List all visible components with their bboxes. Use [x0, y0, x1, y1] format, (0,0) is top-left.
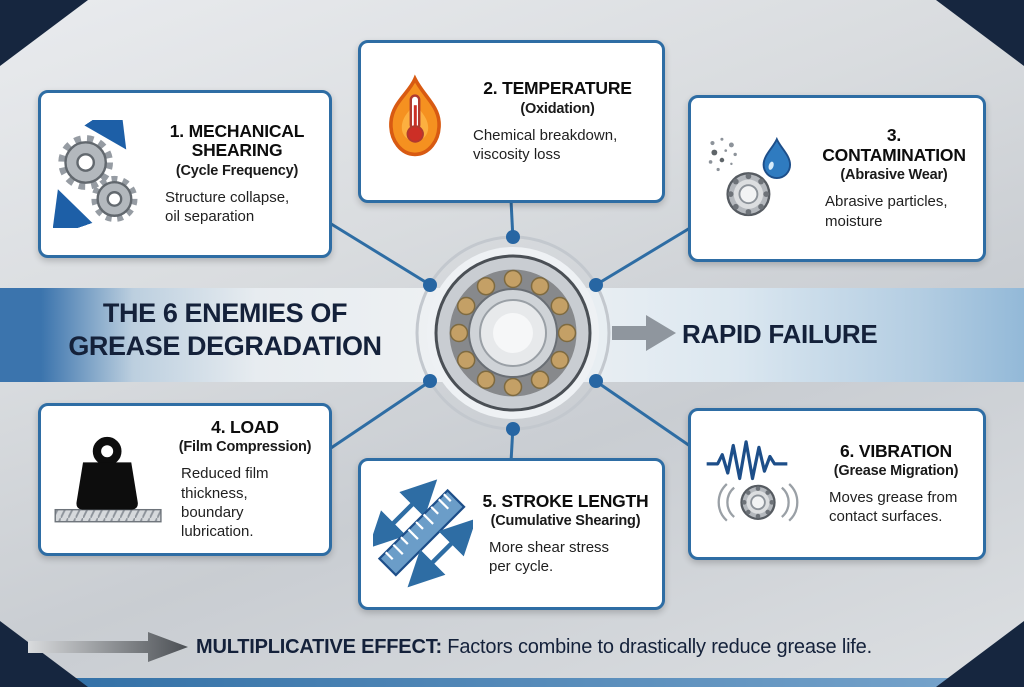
factor-text: 4. LOAD (Film Compression) Reduced film … [173, 416, 317, 541]
factor-subtitle: (Cycle Frequency) [175, 162, 299, 179]
factor-description: Structure collapse, oil separation [165, 188, 290, 226]
gears-icon [53, 120, 138, 228]
connector-line [593, 226, 691, 288]
factor-title: 3. CONTAMINATION [822, 125, 966, 165]
connector-dots [423, 230, 603, 436]
corner-accent-top-right [936, 0, 1024, 66]
bearing-image [427, 247, 599, 419]
factor-description: Reduced film thickness, boundary lubrica… [181, 465, 269, 540]
factor-text: 6. VIBRATION (Grease Migration) Moves gr… [821, 440, 971, 527]
factor-card-load: 4. LOAD (Film Compression) Reduced film … [38, 403, 332, 556]
connector-dot [506, 230, 520, 244]
connector-dot [589, 278, 603, 292]
factor-text: 2. TEMPERATURE (Oxidation) Chemical brea… [465, 78, 650, 164]
connector-dot [589, 374, 603, 388]
factor-subtitle: (Grease Migration) [833, 463, 959, 480]
factor-title: 6. VIBRATION [839, 440, 952, 461]
factor-text: 3. CONTAMINATION (Abrasive Wear) Abrasiv… [817, 125, 971, 231]
connector-line [327, 220, 433, 288]
multiplicative-effect-label: MULTIPLICATIVE EFFECT: [196, 636, 442, 658]
small-bearing [740, 484, 776, 520]
rapid-failure-label: RAPID FAILURE [682, 319, 878, 349]
factor-card-vibration: 6. VIBRATION (Grease Migration) Moves gr… [688, 408, 986, 560]
rapid-failure-arrow [612, 315, 676, 351]
multiplicative-effect-arrow [28, 632, 188, 662]
vibration-arcs [717, 483, 799, 522]
connector-line [593, 378, 691, 448]
ruler-arrows-icon [373, 479, 473, 588]
factor-description: Abrasive particles, moisture [825, 193, 948, 230]
factor-card-contamination: 3. CONTAMINATION (Abrasive Wear) Abrasiv… [688, 95, 986, 262]
bottom-bar [0, 678, 1024, 687]
connector-dot [506, 422, 520, 436]
weight-icon [54, 436, 162, 522]
factor-subtitle: (Abrasive Wear) [840, 167, 948, 184]
droplet-particles-bearing-icon [708, 136, 792, 216]
page-title-line1: THE 6 ENEMIES OF [102, 298, 348, 328]
factor-description: More shear stress per cycle. [489, 539, 610, 576]
factor-description: Chemical breakdown, viscosity loss [473, 126, 618, 163]
multiplicative-effect-description: Factors combine to drastically reduce gr… [441, 636, 872, 658]
connector-lines [327, 199, 691, 463]
multiplicative-effect-text: MULTIPLICATIVE EFFECT: Factors combine t… [196, 636, 872, 659]
factor-description: Moves grease from contact surfaces. [829, 489, 958, 526]
factor-card-mechanical-shearing: 1. MECHANICAL SHEARING (Cycle Frequency)… [38, 90, 332, 258]
waveform [706, 440, 788, 481]
factor-card-stroke-length: 5. STROKE LENGTH (Cumulative Shearing) M… [358, 458, 665, 610]
vibration-waveform-bearing-icon [706, 440, 799, 522]
factor-text: 5. STROKE LENGTH (Cumulative Shearing) M… [481, 490, 650, 577]
corner-accent-bottom-right [936, 621, 1024, 687]
connector-dot [423, 278, 437, 292]
connector-dot [423, 374, 437, 388]
corner-accent-bottom-left [0, 621, 88, 687]
factor-title: 5. STROKE LENGTH [482, 490, 649, 511]
flame-thermometer-icon [389, 73, 441, 156]
water-droplet [762, 136, 792, 179]
bearing-balls [449, 269, 577, 397]
factor-text: 1. MECHANICAL SHEARING (Cycle Frequency)… [157, 120, 317, 227]
factor-subtitle: (Cumulative Shearing) [490, 513, 641, 530]
factor-title: 4. LOAD [211, 416, 279, 437]
factor-subtitle: (Film Compression) [178, 439, 312, 456]
factor-title: 2. TEMPERATURE [483, 78, 632, 99]
factor-subtitle: (Oxidation) [520, 100, 595, 117]
small-bearing [726, 171, 771, 216]
factor-title: 1. MECHANICAL SHEARING [169, 120, 305, 161]
particles [708, 137, 737, 171]
page-title-line2: GREASE DEGRADATION [68, 331, 382, 362]
factor-card-temperature: 2. TEMPERATURE (Oxidation) Chemical brea… [358, 40, 665, 203]
connector-line [327, 378, 433, 452]
page-title: THE 6 ENEMIES OF GREASE DEGRADATION [66, 297, 384, 364]
corner-accent-top-left [0, 0, 88, 66]
